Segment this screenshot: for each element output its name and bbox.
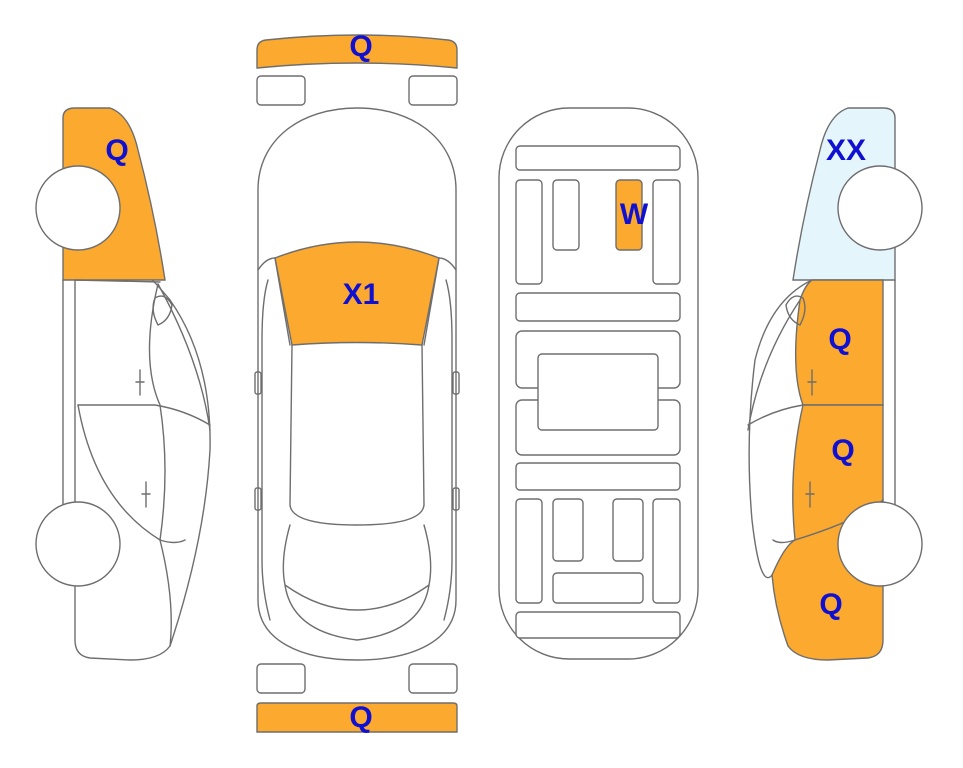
right-front-door-panel[interactable] [794, 279, 884, 406]
right-rear-quarter-label: Q [819, 588, 843, 621]
car-top-body [257, 107, 457, 661]
right-front-door-label: Q [828, 323, 852, 356]
front-bumper-panel[interactable] [256, 34, 458, 69]
left-rear-wheel [35, 501, 121, 587]
rear-light-left [256, 663, 306, 694]
left-front-wheel [35, 165, 121, 251]
front-light-left [256, 75, 306, 106]
trunk-lid-panel[interactable] [615, 179, 643, 251]
front-light-right [408, 75, 458, 106]
hood-label: X1 [342, 278, 380, 311]
rear-window-outline [282, 524, 432, 611]
roof-outline [289, 344, 425, 526]
right-front-wheel [837, 165, 923, 251]
right-rear-door-label: Q [831, 434, 855, 467]
rear-bumper-panel[interactable] [256, 702, 458, 733]
car-left-side-body [74, 277, 211, 661]
right-rear-wheel [837, 501, 923, 587]
rear-bumper-label: Q [349, 701, 373, 734]
left-front-fender-label: Q [105, 134, 129, 167]
right-front-fender-label: XX [825, 134, 867, 167]
front-bumper-label: Q [349, 30, 373, 63]
rear-light-right [408, 663, 458, 694]
trunk-lid-label: W [619, 198, 649, 231]
